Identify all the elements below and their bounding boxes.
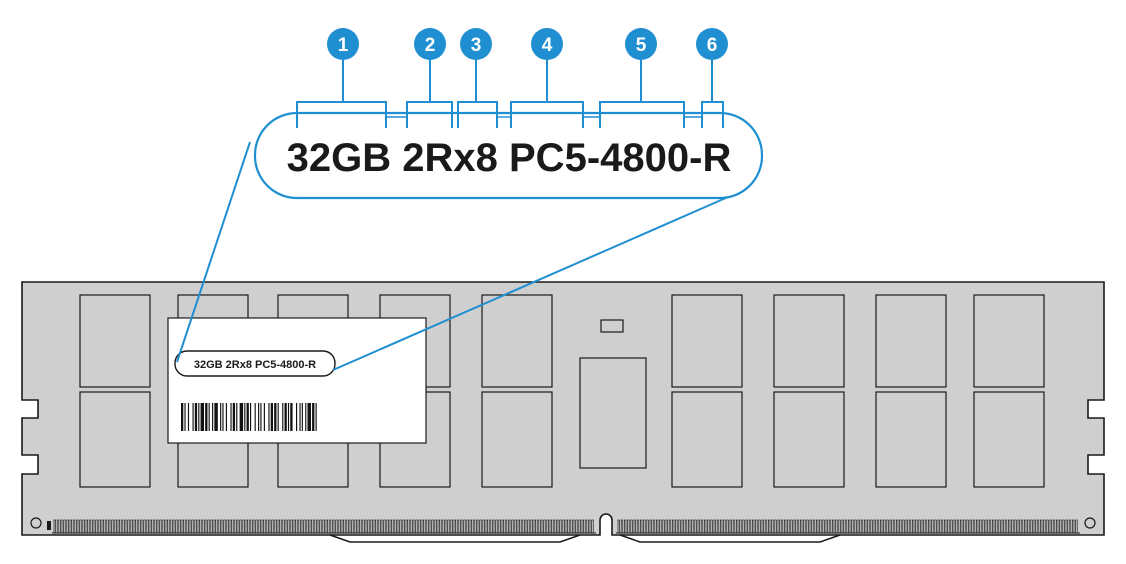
- barcode-bar: [205, 403, 208, 431]
- barcode-bar: [246, 403, 249, 431]
- pin-1-marker: [47, 521, 51, 530]
- barcode-bar: [254, 403, 256, 431]
- segment-brackets: [296, 58, 724, 128]
- chip: [875, 391, 947, 488]
- barcode-bar: [232, 403, 236, 431]
- magnified-label-bubble: [253, 111, 764, 200]
- callout-number-badge-icon: 3: [460, 28, 492, 60]
- barcode-bar: [274, 403, 277, 431]
- chip: [79, 294, 151, 388]
- barcode-bar: [312, 403, 315, 431]
- barcode-bar: [214, 403, 218, 431]
- callout-number: 3: [471, 35, 482, 56]
- barcode-bar: [258, 403, 260, 431]
- barcode-bar: [284, 403, 287, 431]
- barcode-bar: [277, 403, 279, 431]
- callout-number-badge-icon: 2: [414, 28, 446, 60]
- connector-chamfer-left: [329, 534, 581, 543]
- bracket-4: [510, 58, 584, 128]
- barcode-bar: [208, 403, 210, 431]
- callout-number-badge-icon: 4: [531, 28, 563, 60]
- module-sticker: 32GB 2Rx8 PC5-4800-R: [167, 317, 427, 444]
- barcode-bar: [260, 403, 262, 431]
- callout-number: 2: [425, 35, 436, 56]
- connector-chamfer-right: [619, 534, 841, 543]
- leader-line-right: [332, 196, 729, 371]
- callout-number-badge-icon: 5: [625, 28, 657, 60]
- barcode-bar: [194, 403, 198, 431]
- barcode-bar: [287, 403, 290, 431]
- barcode-bar: [270, 403, 273, 431]
- chip: [773, 294, 845, 388]
- bracket-1: [296, 58, 387, 128]
- barcode-bar: [220, 403, 222, 431]
- mounting-hole: [30, 517, 42, 529]
- magnified-part-number: 32GB 2Rx8 PC5-4800-R: [287, 136, 732, 180]
- sticker-text-callout: [174, 350, 336, 377]
- magnified-label: 32GB 2Rx8 PC5-4800-R: [253, 111, 764, 200]
- callout-number: 1: [338, 35, 349, 56]
- barcode-bar: [301, 403, 303, 431]
- barcode-bar: [239, 403, 244, 431]
- barcode-bar: [236, 403, 238, 431]
- callout-number: 6: [707, 35, 718, 56]
- barcode-icon: [181, 403, 317, 431]
- callout-number-badge-icon: 1: [327, 28, 359, 60]
- barcode-bar: [184, 403, 186, 431]
- barcode-bar: [230, 403, 232, 431]
- chip: [671, 391, 743, 488]
- sticker-part-number: 32GB 2Rx8 PC5-4800-R: [194, 359, 316, 371]
- barcode-bar: [282, 403, 284, 431]
- barcode-bar: [268, 403, 270, 431]
- barcode-bar: [307, 403, 311, 431]
- callout-number: 4: [542, 35, 553, 56]
- barcode-bar: [290, 403, 293, 431]
- barcode-bar: [315, 403, 317, 431]
- barcode-bar: [305, 403, 307, 431]
- barcode-bar: [225, 403, 227, 431]
- callout-number: 5: [636, 35, 647, 56]
- barcode-bar: [299, 403, 301, 431]
- barcode-bar: [222, 403, 224, 431]
- leader-line-left: [176, 141, 251, 363]
- barcode-bar: [263, 403, 265, 431]
- chip: [671, 294, 743, 388]
- barcode-bar: [181, 403, 184, 431]
- barcode-bar: [187, 403, 190, 431]
- chip: [481, 294, 553, 388]
- bracket-6: [701, 58, 724, 128]
- register-chip: [579, 357, 647, 469]
- bracket-3: [457, 58, 498, 128]
- barcode-bar: [244, 403, 246, 431]
- barcode-bar: [200, 403, 204, 431]
- chip: [481, 391, 553, 488]
- chip: [973, 294, 1045, 388]
- chip: [973, 391, 1045, 488]
- chip: [773, 391, 845, 488]
- barcode-bar: [296, 403, 298, 431]
- bracket-2: [406, 58, 453, 128]
- callout-number-badges: 1 2 3 4 5 6: [327, 28, 728, 60]
- barcode-bar: [192, 403, 194, 431]
- barcode-bar: [250, 403, 252, 431]
- chip: [875, 294, 947, 388]
- callout-leaders: [176, 141, 729, 371]
- bracket-5: [599, 58, 685, 128]
- barcode-bar: [198, 403, 200, 431]
- barcode-bar: [212, 403, 214, 431]
- small-component: [600, 319, 624, 333]
- edge-connector-pins-left: [53, 519, 594, 534]
- mounting-hole: [1084, 517, 1096, 529]
- callout-number-badge-icon: 6: [696, 28, 728, 60]
- chip: [79, 391, 151, 488]
